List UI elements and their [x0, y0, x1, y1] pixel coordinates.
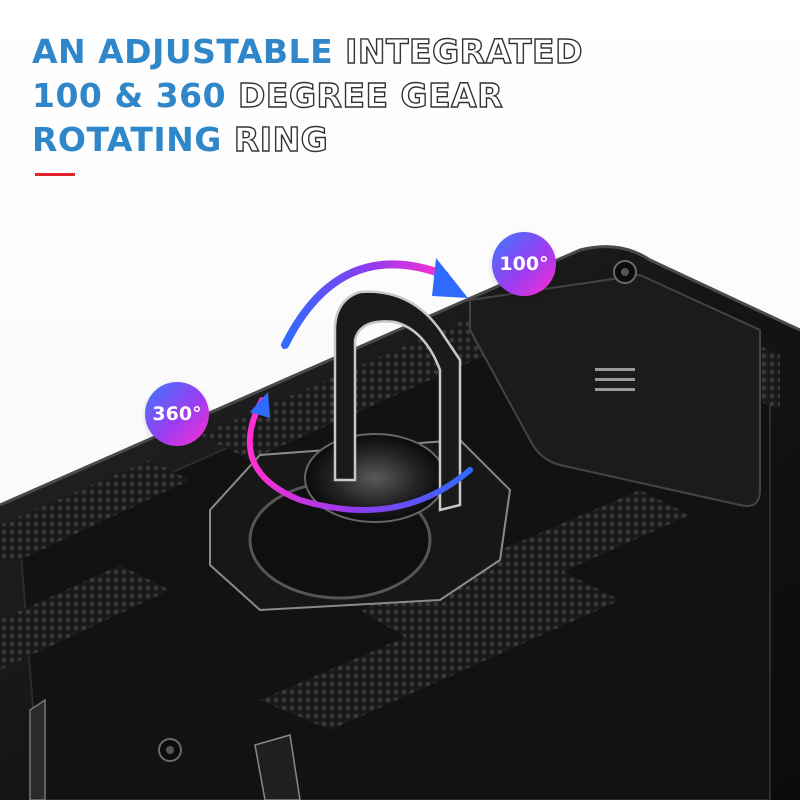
grip-texture-left: [0, 460, 190, 560]
headline-line-3: ROTATING RING: [32, 119, 329, 159]
rotation-badge-360: 360°: [145, 382, 209, 446]
accent-rule: [35, 173, 75, 176]
side-button: [29, 698, 46, 800]
headline-line-2: 100 & 360 DEGREE GEAR: [32, 75, 504, 115]
grip-texture-bottom: [0, 565, 170, 670]
case-edge-highlight: [0, 245, 800, 507]
bottom-port: [254, 734, 301, 800]
grip-texture-lower: [260, 570, 620, 730]
rotation-badge-100: 100°: [492, 232, 556, 296]
camera-slider-icon: [595, 368, 635, 391]
screw-icon: [158, 260, 637, 762]
grip-texture-mid: [360, 490, 690, 640]
badge-label-100: 100°: [499, 253, 549, 275]
ring-holder-icon: [333, 290, 462, 512]
headline-line-1: AN ADJUSTABLE INTEGRATED: [32, 31, 583, 71]
rotation-arrow-360: [246, 397, 473, 513]
headline: AN ADJUSTABLE INTEGRATED 100 & 360 DEGRE…: [32, 30, 583, 162]
badge-label-360: 360°: [152, 403, 202, 425]
rotation-arrow-icon: [281, 260, 449, 349]
